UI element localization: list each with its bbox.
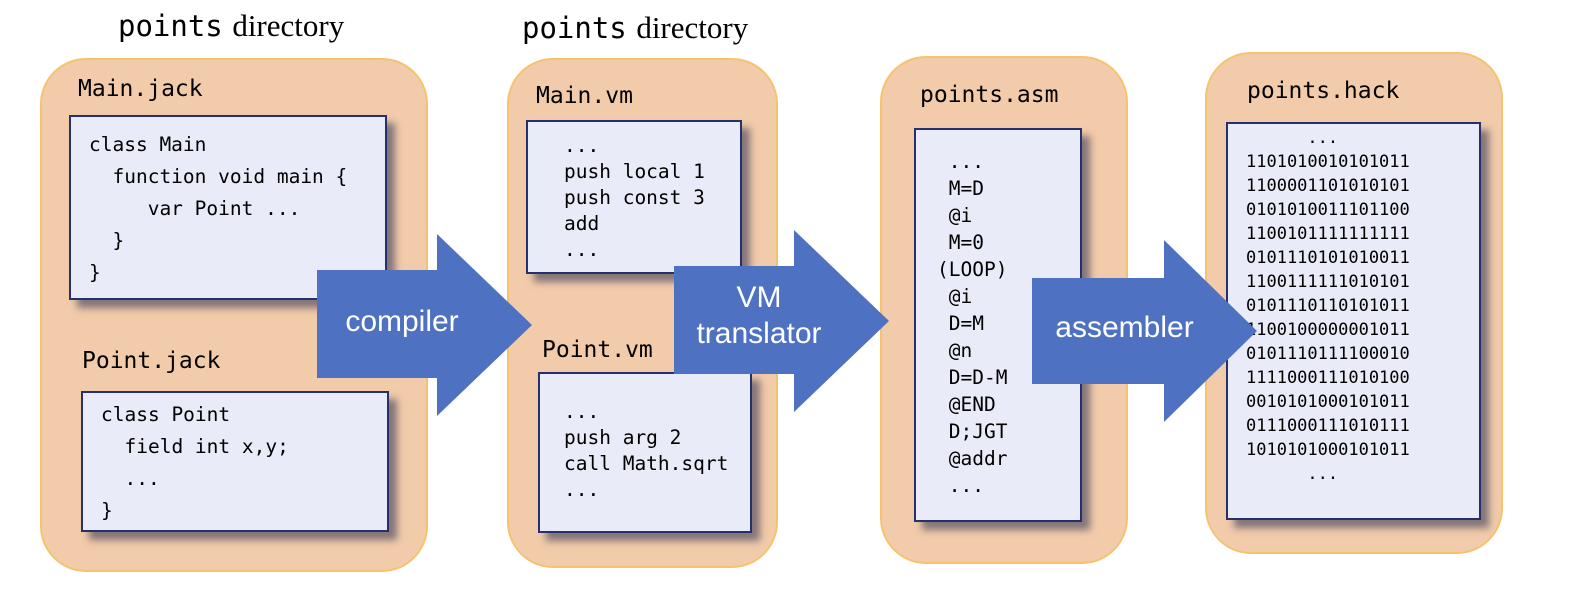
code-line: 1100001101010101	[1246, 176, 1410, 196]
assembler-label-line: assembler	[1055, 311, 1194, 344]
code-line: field int x,y;	[101, 435, 289, 458]
code-line: }	[89, 261, 101, 284]
main-jack-code: class Main function void main { var Poin…	[69, 115, 387, 300]
vm-translator-label-line: VM	[736, 281, 782, 314]
point-jack-filename: Point.jack	[82, 348, 221, 374]
points-directory-heading-left: points directory	[118, 8, 344, 44]
assembler-arrow	[1032, 240, 1257, 422]
code-line: class Point	[101, 403, 231, 426]
code-line: 1100101111111111	[1246, 224, 1410, 244]
code-line: ...	[101, 467, 160, 490]
code-line: push arg 2	[564, 426, 682, 449]
code-line: @addr	[937, 447, 1008, 470]
code-line: (LOOP)	[937, 258, 1008, 281]
code-line: 0111000111010111	[1246, 416, 1410, 436]
code-line: @i	[937, 204, 973, 227]
heading-dirname: points	[118, 9, 223, 43]
code-line: 0101110101010011	[1246, 248, 1410, 268]
code-line: class Main	[89, 133, 207, 156]
code-line: D=D-M	[937, 366, 1008, 389]
code-line: ...	[937, 150, 984, 173]
code-line: D;JGT	[937, 420, 1008, 443]
points-asm-filename: points.asm	[920, 82, 1059, 108]
code-line: ...	[1246, 464, 1339, 484]
code-line: 0101110111100010	[1246, 344, 1410, 364]
points-asm-code: ... M=D @i M=0 (LOOP) @i D=M @n D=D-M @E…	[914, 128, 1082, 522]
code-line: 1100111111010101	[1246, 272, 1410, 292]
code-line: push local 1	[564, 160, 705, 183]
main-vm-filename: Main.vm	[536, 83, 633, 109]
vm-translator-arrow-shape	[674, 230, 889, 412]
compiler-arrow-shape	[317, 234, 532, 416]
vm-translator-arrow-label: VM translator	[674, 280, 844, 352]
code-line: 0010101000101011	[1246, 392, 1410, 412]
assembler-arrow-shape	[1032, 240, 1257, 422]
code-line: M=0	[937, 231, 984, 254]
code-line: }	[89, 229, 125, 252]
code-line: function void main {	[89, 165, 348, 188]
heading-suffix: directory	[232, 8, 345, 43]
code-line: ...	[564, 400, 600, 423]
code-line: D=M	[937, 312, 984, 335]
code-line: ...	[1246, 128, 1339, 148]
points-hack-filename: points.hack	[1247, 78, 1400, 104]
code-line: var Point ...	[89, 197, 301, 220]
code-line: add	[564, 212, 600, 235]
vm-translator-arrow	[674, 230, 889, 412]
code-line: 0101010011101100	[1246, 200, 1410, 220]
code-line: ...	[564, 134, 600, 157]
code-line: 1010101000101011	[1246, 440, 1410, 460]
code-line: @n	[937, 339, 973, 362]
vm-translator-label-line: translator	[696, 317, 822, 350]
code-line: 1111000111010100	[1246, 368, 1410, 388]
code-line: @i	[937, 285, 973, 308]
points-hack-code: ... 1101010010101011 1100001101010101 01…	[1226, 122, 1481, 520]
code-line: @END	[937, 393, 996, 416]
compiler-arrow	[317, 234, 532, 416]
heading-suffix: directory	[636, 10, 749, 45]
main-vm-code: ... push local 1 push const 3 add ...	[526, 120, 742, 274]
code-line: ...	[564, 238, 600, 261]
point-vm-filename: Point.vm	[542, 337, 653, 363]
main-jack-filename: Main.jack	[78, 76, 203, 102]
point-jack-code: class Point field int x,y; ... }	[81, 391, 389, 532]
code-line: ...	[937, 474, 984, 497]
code-line: 1100100000001011	[1246, 320, 1410, 340]
code-line: 0101110110101011	[1246, 296, 1410, 316]
points-directory-heading-right: points directory	[522, 10, 748, 46]
code-line: ...	[564, 478, 600, 501]
compiler-arrow-label: compiler	[317, 304, 487, 340]
code-line: }	[101, 499, 113, 522]
code-line: push const 3	[564, 186, 705, 209]
code-line: M=D	[937, 177, 984, 200]
heading-dirname: points	[522, 11, 627, 45]
code-line: call Math.sqrt	[564, 452, 729, 475]
assembler-arrow-label: assembler	[1032, 310, 1217, 346]
point-vm-code: ... push arg 2 call Math.sqrt ...	[538, 372, 752, 533]
code-line: 1101010010101011	[1246, 152, 1410, 172]
compiler-label-line: compiler	[345, 305, 459, 338]
